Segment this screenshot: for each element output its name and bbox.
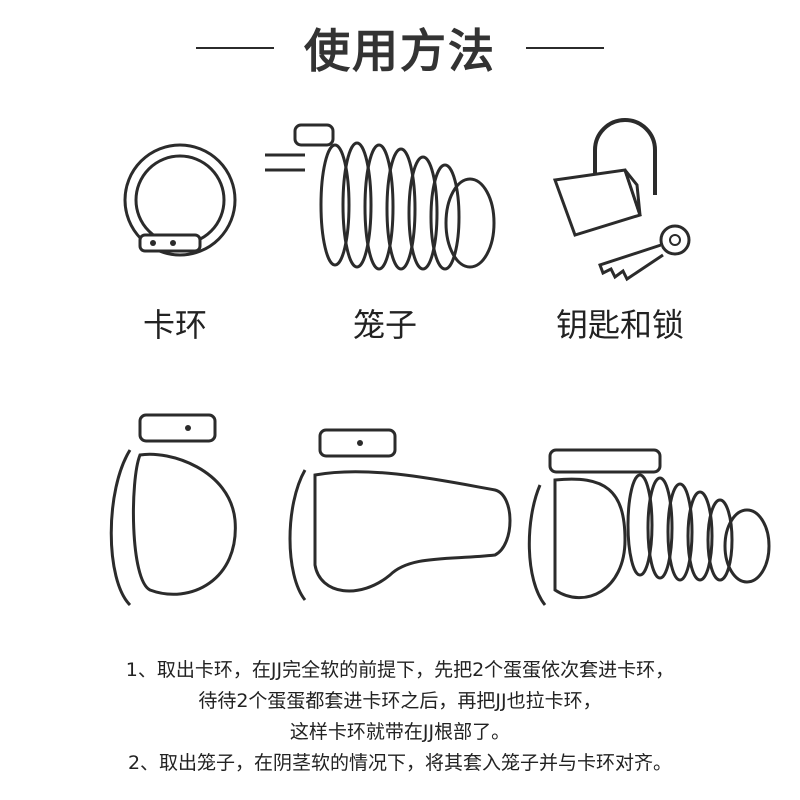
step-1-illustration [100, 410, 260, 624]
instruction-step1-line2: 待待2个蛋蛋都套进卡环之后，再把JJ也拉卡环， [198, 690, 602, 712]
instruction-step2-line1: 2、取出笼子，在阴茎软的情况下，将其套入笼子并与卡环对齐。 [127, 752, 673, 774]
step-2-illustration [280, 425, 520, 619]
component-label-ring: 卡环 [142, 306, 207, 344]
title-divider-left [196, 47, 274, 49]
cage-icon [265, 115, 525, 299]
component-label-key-lock: 钥匙和锁 [555, 306, 684, 344]
instruction-step1-line1: 1、取出卡环，在JJ完全软的前提下，先把2个蛋蛋依次套进卡环， [125, 659, 675, 681]
ring-icon [115, 135, 255, 279]
page-title: 使用方法 [304, 24, 496, 78]
title-row: 使用方法 [0, 18, 800, 78]
title-divider-right [526, 47, 604, 49]
instructions: 1、取出卡环，在JJ完全软的前提下，先把2个蛋蛋依次套进卡环， 待待2个蛋蛋都套… [0, 655, 800, 779]
step-3-illustration [525, 440, 785, 624]
instruction-step1-line3: 这样卡环就带在JJ根部了。 [289, 721, 511, 743]
key-lock-icon [545, 115, 705, 289]
component-label-cage: 笼子 [352, 306, 417, 344]
